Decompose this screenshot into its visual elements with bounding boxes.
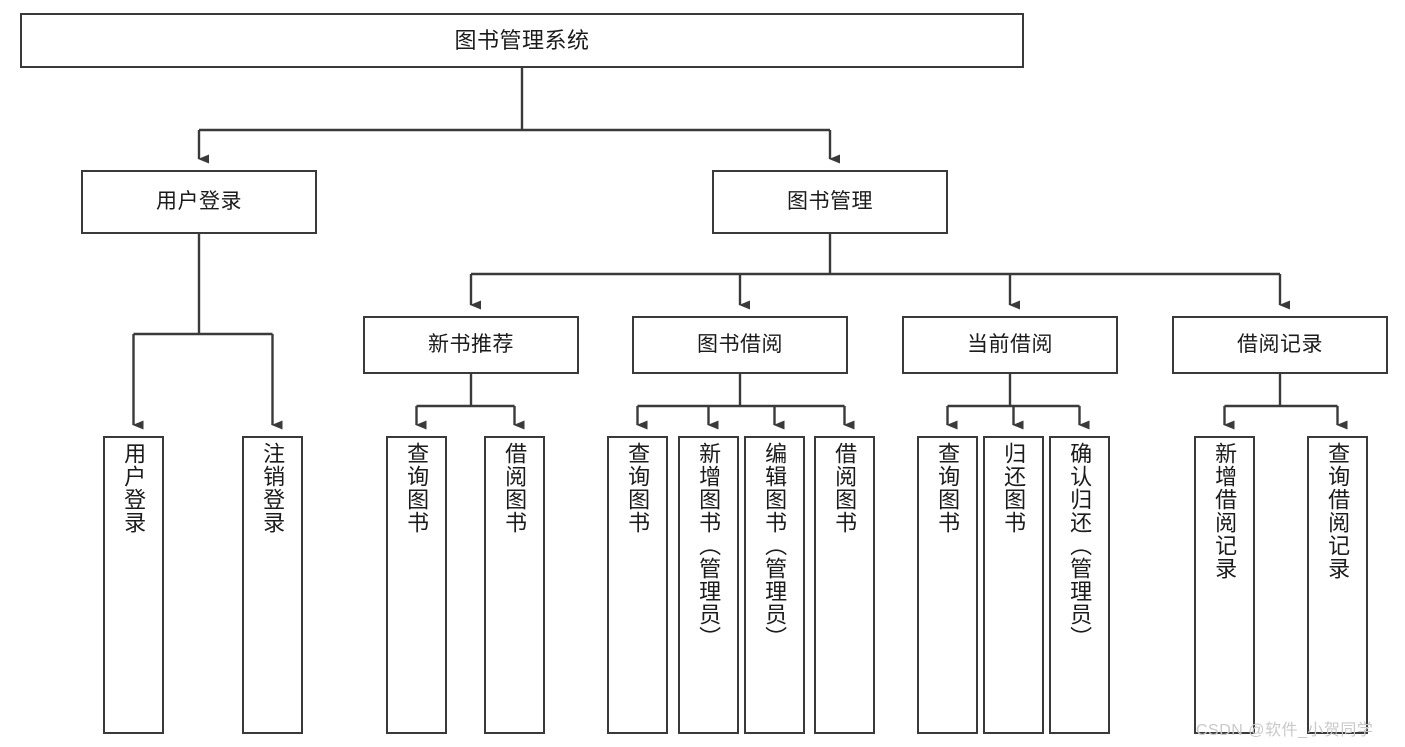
node-l1[interactable]: 用户登录 [103,436,164,734]
node-label: 图书借阅 [697,332,783,356]
node-l13[interactable]: 查询借阅记录 [1307,436,1368,734]
node-label: 用户登录 [156,189,242,213]
node-label: 编辑图书（管理员） [762,442,788,649]
node-l5[interactable]: 查询图书 [607,436,668,734]
node-l3[interactable]: 查询图书 [386,436,447,734]
node-label: 查询借阅记录 [1325,442,1351,580]
node-label: 归还图书 [1001,442,1027,534]
node-label: 借阅图书 [502,442,528,534]
node-l12[interactable]: 新增借阅记录 [1194,436,1255,734]
node-label: 查询图书 [935,442,961,534]
node-l6[interactable]: 新增图书（管理员） [678,436,739,734]
node-label: 当前借阅 [967,332,1053,356]
node-l11[interactable]: 确认归还（管理员） [1049,436,1110,734]
node-label: 图书管理 [787,189,873,213]
node-n-borrow[interactable]: 图书借阅 [632,316,848,374]
node-label: 查询图书 [625,442,651,534]
node-n-login[interactable]: 用户登录 [81,170,317,234]
node-l4[interactable]: 借阅图书 [484,436,545,734]
node-label: 确认归还（管理员） [1067,442,1093,649]
node-label: 借阅记录 [1237,332,1323,356]
node-n-current[interactable]: 当前借阅 [902,316,1118,374]
node-label: 用户登录 [121,442,147,534]
node-label: 新增借阅记录 [1212,442,1238,580]
node-l8[interactable]: 借阅图书 [814,436,875,734]
node-n-history[interactable]: 借阅记录 [1172,316,1388,374]
node-n-bookmgr[interactable]: 图书管理 [712,170,948,234]
watermark: CSDN @软件_小贺同学 [1196,722,1374,739]
node-label: 注销登录 [260,442,286,534]
node-l10[interactable]: 归还图书 [983,436,1044,734]
node-l2[interactable]: 注销登录 [242,436,303,734]
node-label: 新增图书（管理员） [696,442,722,649]
node-n-newrec[interactable]: 新书推荐 [363,316,579,374]
node-label: 借阅图书 [832,442,858,534]
node-label: 新书推荐 [428,332,514,356]
node-l7[interactable]: 编辑图书（管理员） [744,436,805,734]
node-label: 查询图书 [404,442,430,534]
node-root[interactable]: 图书管理系统 [20,13,1024,68]
node-l9[interactable]: 查询图书 [917,436,978,734]
node-label: 图书管理系统 [454,27,590,53]
